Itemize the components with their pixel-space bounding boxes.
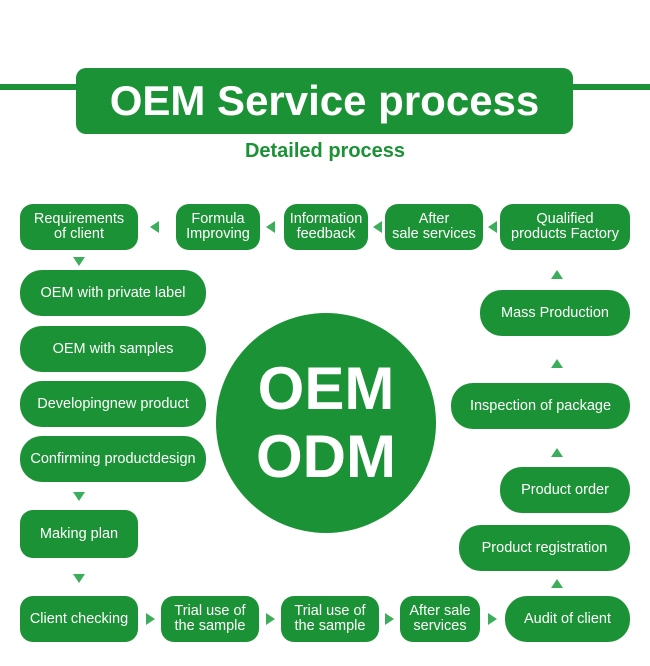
arrow-up-icon xyxy=(551,359,563,368)
arrow-down-icon xyxy=(73,574,85,583)
arrow-up-icon xyxy=(551,270,563,279)
center-text-odm: ODM xyxy=(256,423,396,490)
oem-odm-circle: OEM ODM xyxy=(216,313,436,533)
arrow-right-icon xyxy=(385,613,394,625)
page-title: OEM Service process xyxy=(76,68,573,134)
step-oem-with-samples: OEM with samples xyxy=(20,326,206,372)
step-trial-use-sample-2: Trial use of the sample xyxy=(281,596,379,642)
arrow-down-icon xyxy=(73,257,85,266)
center-text-oem: OEM xyxy=(257,355,395,422)
step-after-sale-services-top: After sale services xyxy=(385,204,483,250)
arrow-down-icon xyxy=(73,492,85,501)
step-formula-improving: Formula Improving xyxy=(176,204,260,250)
arrow-up-icon xyxy=(551,448,563,457)
arrow-right-icon xyxy=(488,613,497,625)
step-requirements-of-client: Requirements of client xyxy=(20,204,138,250)
step-making-plan: Making plan xyxy=(20,510,138,558)
step-product-order: Product order xyxy=(500,467,630,513)
step-client-checking: Client checking xyxy=(20,596,138,642)
step-oem-private-label: OEM with private label xyxy=(20,270,206,316)
step-trial-use-sample-1: Trial use of the sample xyxy=(161,596,259,642)
step-product-registration: Product registration xyxy=(459,525,630,571)
arrow-right-icon xyxy=(146,613,155,625)
step-information-feedback: Information feedback xyxy=(284,204,368,250)
arrow-left-icon xyxy=(266,221,275,233)
arrow-right-icon xyxy=(266,613,275,625)
step-qualified-products-factory: Qualified products Factory xyxy=(500,204,630,250)
arrow-left-icon xyxy=(373,221,382,233)
step-inspection-of-package: Inspection of package xyxy=(451,383,630,429)
page-subtitle: Detailed process xyxy=(244,140,406,162)
step-developing-new-product: Developingnew product xyxy=(20,381,206,427)
arrow-left-icon xyxy=(488,221,497,233)
step-after-sale-services-bottom: After sale services xyxy=(400,596,480,642)
step-mass-production: Mass Production xyxy=(480,290,630,336)
arrow-up-icon xyxy=(551,579,563,588)
step-confirming-product-design: Confirming productdesign xyxy=(20,436,206,482)
step-audit-of-client: Audit of client xyxy=(505,596,630,642)
arrow-left-icon xyxy=(150,221,159,233)
